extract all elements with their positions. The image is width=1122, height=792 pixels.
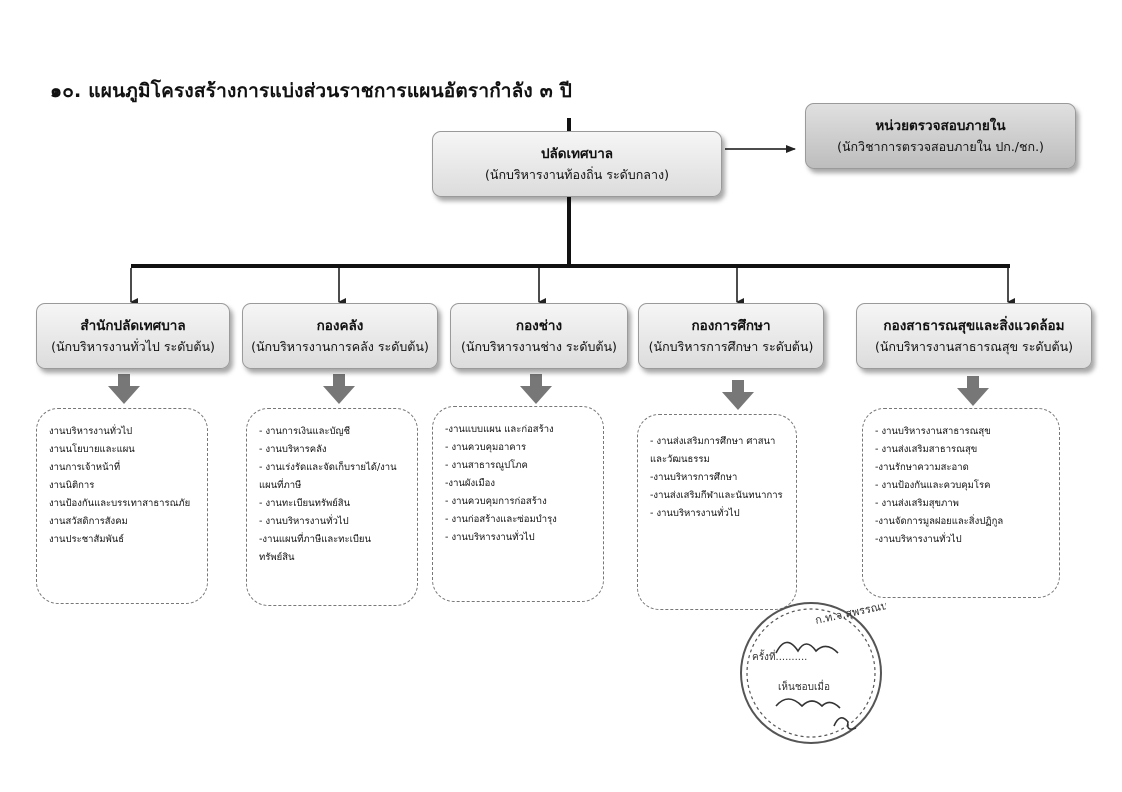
box-dept-education: กองการศึกษา (นักบริหารการศึกษา ระดับต้น) xyxy=(638,303,824,369)
down-arrow-0 xyxy=(108,374,140,404)
task-item: และวัฒนธรรม xyxy=(650,454,710,465)
dept-name: กองคลัง xyxy=(316,318,364,334)
task-item: - งานส่งเสริมการศึกษา ศาสนา xyxy=(650,436,776,447)
task-item: งานการเจ้าหน้าที่ xyxy=(49,462,121,473)
box-dept-public-health: กองสาธารณสุขและสิ่งแวดล้อม (นักบริหารงาน… xyxy=(856,303,1092,369)
task-item: งานป้องกันและบรรเทาสาธารณภัย xyxy=(49,498,191,509)
task-item: งานสวัสดิการสังคม xyxy=(49,516,128,527)
task-item: -งานรักษาความสะอาด xyxy=(875,462,969,473)
task-item: - งานบริหารงานทั่วไป xyxy=(445,532,535,543)
svg-text:ครั้งที่..........: ครั้งที่.......... xyxy=(752,649,807,663)
task-item: - งานควบคุมอาคาร xyxy=(445,442,527,453)
task-item: -งานแผนที่ภาษีและทะเบียน xyxy=(259,534,371,545)
approval-stamp: ก.ท.จ.สุพรรณบุรี ครั้งที่.......... เห็น… xyxy=(740,598,886,744)
down-arrow-4 xyxy=(957,376,989,406)
task-item: งานนโยบายและแผน xyxy=(49,444,135,455)
task-item: แผนที่ภาษี xyxy=(259,480,302,491)
task-item: งานประชาสัมพันธ์ xyxy=(49,534,125,545)
task-item: งานบริหารงานทั่วไป xyxy=(49,426,133,437)
task-item: -งานจัดการมูลฝอยและสิ่งปฏิกูล xyxy=(875,516,1004,527)
audit-position: (นักวิชาการตรวจสอบภายใน ปก./ชก.) xyxy=(837,139,1044,154)
task-item: - งานส่งเสริมสุขภาพ xyxy=(875,498,959,509)
task-item: - งานบริหารงานทั่วไป xyxy=(650,508,740,519)
task-list-education: - งานส่งเสริมการศึกษา ศาสนา และวัฒนธรรม … xyxy=(637,414,797,610)
task-item: - งานสาธารณูปโภค xyxy=(445,460,528,471)
task-item: - งานส่งเสริมสาธารณสุข xyxy=(875,444,978,455)
dept-position: (นักบริหารงานทั่วไป ระดับต้น) xyxy=(51,339,215,354)
dept-name: กองสาธารณสุขและสิ่งแวดล้อม xyxy=(883,318,1065,334)
task-item: -งานส่งเสริมกีฬาและนันทนาการ xyxy=(650,490,783,501)
task-item: - งานก่อสร้างและซ่อมบำรุง xyxy=(445,514,557,525)
task-item: - งานทะเบียนทรัพย์สิน xyxy=(259,498,351,509)
dept-name: กองการศึกษา xyxy=(691,318,771,334)
down-arrow-1 xyxy=(323,374,355,404)
box-dept-clerk-office: สำนักปลัดเทศบาล (นักบริหารงานทั่วไป ระดั… xyxy=(36,303,230,369)
dept-name: กองช่าง xyxy=(515,318,563,334)
task-item: -งานบริหารงานทั่วไป xyxy=(875,534,962,545)
task-item: - งานป้องกันและควบคุมโรค xyxy=(875,480,991,491)
task-list-clerk-office: งานบริหารงานทั่วไป งานนโยบายและแผน งานกา… xyxy=(36,408,208,604)
svg-text:เห็นชอบเมื่อ: เห็นชอบเมื่อ xyxy=(778,679,830,693)
task-item: - งานบริหารคลัง xyxy=(259,444,327,455)
dept-name: สำนักปลัดเทศบาล xyxy=(80,318,186,334)
task-item: งานนิติการ xyxy=(49,480,95,491)
dept-position: (นักบริหารงานการคลัง ระดับต้น) xyxy=(251,339,429,354)
task-item: -งานผังเมือง xyxy=(445,478,495,489)
task-item: -งานบริหารการศึกษา xyxy=(650,472,738,483)
box-municipal-clerk: ปลัดเทศบาล (นักบริหารงานท้องถิ่น ระดับกล… xyxy=(432,131,722,197)
box-internal-audit: หน่วยตรวจสอบภายใน (นักวิชาการตรวจสอบภายใ… xyxy=(805,103,1076,169)
task-item: - งานควบคุมการก่อสร้าง xyxy=(445,496,547,507)
box-dept-engineering: กองช่าง (นักบริหารงานช่าง ระดับต้น) xyxy=(450,303,628,369)
task-item: -งานแบบแผน และก่อสร้าง xyxy=(445,424,554,435)
audit-title: หน่วยตรวจสอบภายใน xyxy=(875,118,1006,134)
task-item: - งานการเงินและบัญชี xyxy=(259,426,351,437)
dept-position: (นักบริหารงานช่าง ระดับต้น) xyxy=(461,339,617,354)
task-item: ทรัพย์สิน xyxy=(259,552,295,563)
down-arrow-2 xyxy=(520,374,552,404)
task-item: - งานบริหารงานทั่วไป xyxy=(259,516,349,527)
chart-title: ๑๐. แผนภูมิโครงสร้างการแบ่งส่วนราชการแผน… xyxy=(50,80,572,102)
task-list-engineering: -งานแบบแผน และก่อสร้าง - งานควบคุมอาคาร … xyxy=(432,406,604,602)
task-item: - งานบริหารงานสาธารณสุข xyxy=(875,426,991,437)
down-arrow-3 xyxy=(722,380,754,410)
dept-position: (นักบริหารการศึกษา ระดับต้น) xyxy=(648,339,814,354)
task-list-finance: - งานการเงินและบัญชี - งานบริหารคลัง - ง… xyxy=(246,408,418,606)
clerk-title: ปลัดเทศบาล xyxy=(540,146,614,162)
task-item: - งานเร่งรัดและจัดเก็บรายได้/งาน xyxy=(259,462,397,473)
dept-position: (นักบริหารงานสาธารณสุข ระดับต้น) xyxy=(874,339,1074,354)
box-dept-finance: กองคลัง (นักบริหารงานการคลัง ระดับต้น) xyxy=(242,303,438,369)
task-list-public-health: - งานบริหารงานสาธารณสุข - งานส่งเสริมสาธ… xyxy=(862,408,1060,598)
clerk-position: (นักบริหารงานท้องถิ่น ระดับกลาง) xyxy=(485,167,669,182)
